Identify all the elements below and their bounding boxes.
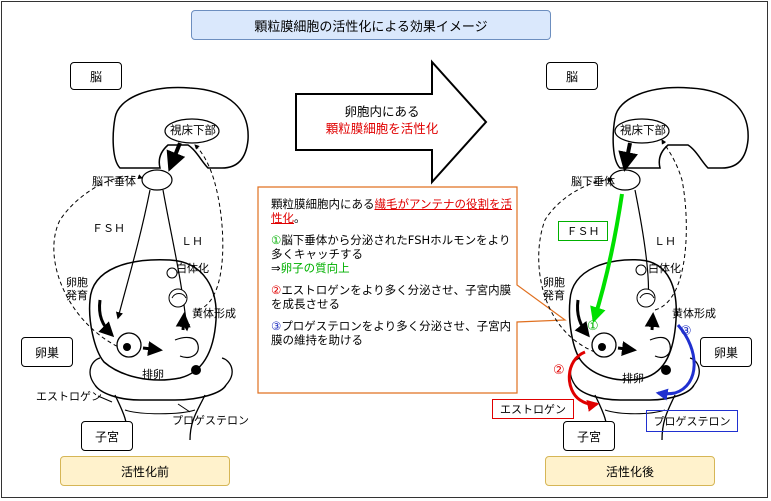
center-arrow-line1: 卵胞内にある: [344, 104, 420, 119]
left-brain-label: 脳: [70, 62, 122, 90]
callout-intro-highlight: 繊毛がアンテナの役割を活性化: [271, 197, 513, 225]
center-arrow-label: 卵胞内にある 顆粒膜細胞を活性化: [312, 103, 452, 137]
callout-item-1-text: 脳下垂体から分泌されたFSHホルモンをより多くキャッチする: [271, 233, 511, 261]
right-anatomy: [538, 86, 749, 441]
right-corpus-label: 白体化: [648, 262, 681, 275]
left-lh-label: ＬＨ: [181, 235, 203, 248]
right-mark-1: ①: [587, 319, 599, 334]
right-estrogen-label: エストロゲン: [492, 399, 574, 419]
right-lh-label: ＬＨ: [654, 235, 676, 248]
right-progesterone-label: プロゲステロン: [646, 410, 738, 432]
right-caption: 活性化後: [545, 456, 715, 486]
diagram-title: 顆粒膜細胞の活性化による効果イメージ: [191, 10, 551, 40]
right-mark-2: ②: [553, 363, 565, 378]
progesterone-blue-arrow: [655, 324, 696, 401]
callout-item-2-number: ②: [271, 283, 282, 297]
callout-item-1-arrow: ⇒: [271, 261, 281, 275]
left-anatomy: [53, 86, 249, 441]
callout-item-3: ③プロゲステロンをより多く分泌させ、子宮内膜の維持を助ける: [271, 319, 516, 347]
left-pituitary-label: 脳下垂体: [92, 175, 136, 188]
right-hypothalamus-label: 視床下部: [620, 123, 666, 137]
left-follicle-label: 卵胞 発育: [66, 276, 88, 302]
right-fsh-label: ＦＳＨ: [558, 221, 608, 241]
callout-item-1-result: 卵子の質向上: [280, 261, 350, 275]
callout-item-3-number: ③: [271, 319, 282, 333]
left-ovary-label: 卵巣: [21, 337, 73, 367]
callout-text: 顆粒膜細胞内にある繊毛がアンテナの役割を活性化。 ①脳下垂体から分泌されたFSH…: [271, 197, 516, 355]
right-ovary-label: 卵巣: [700, 337, 752, 367]
left-estrogen-label: エストロゲン: [36, 390, 102, 403]
callout-item-3-text: プロゲステロンをより多く分泌させ、子宮内膜の維持を助ける: [271, 319, 512, 347]
right-pituitary-label: 脳下垂体: [571, 175, 615, 188]
right-mark-3: ③: [680, 324, 692, 339]
right-brain-label: 脳: [546, 62, 598, 90]
callout-item-1: ①脳下垂体から分泌されたFSHホルモンをより多くキャッチする ⇒卵子の質向上: [271, 233, 516, 275]
left-progesterone-label: プロゲステロン: [172, 414, 249, 427]
left-caption: 活性化前: [60, 456, 230, 486]
center-big-arrow: [295, 59, 488, 185]
callout-shape: [257, 186, 567, 394]
right-luteal-label: 黄体形成: [672, 307, 716, 320]
callout-item-2: ②エストロゲンをより多く分泌させ、子宮内膜を成長させる: [271, 283, 516, 311]
left-uterus-label: 子宮: [81, 421, 133, 451]
callout-intro: 顆粒膜細胞内にある繊毛がアンテナの役割を活性化。: [271, 197, 516, 225]
fsh-green-arrow: [590, 193, 624, 324]
left-corpus-label: 白体化: [176, 262, 209, 275]
left-fsh-label: ＦＳＨ: [92, 222, 125, 235]
right-follicle-label: 卵胞 発育: [543, 276, 565, 302]
left-luteal-label: 黄体形成: [192, 307, 236, 320]
callout-intro-post: 。: [294, 211, 306, 225]
callout-intro-pre: 顆粒膜細胞内にある: [271, 197, 375, 211]
right-ovulation-label: 排卵: [622, 372, 644, 385]
callout-item-2-text: エストロゲンをより多く分泌させ、子宮内膜を成長させる: [271, 283, 512, 311]
estrogen-red-arrow: [567, 350, 600, 412]
center-arrow-line2: 顆粒膜細胞を活性化: [325, 121, 439, 136]
left-ovulation-label: 排卵: [142, 368, 164, 381]
right-uterus-label: 子宮: [563, 421, 615, 451]
callout-item-1-number: ①: [271, 233, 282, 247]
left-hypothalamus-label: 視床下部: [170, 123, 216, 137]
